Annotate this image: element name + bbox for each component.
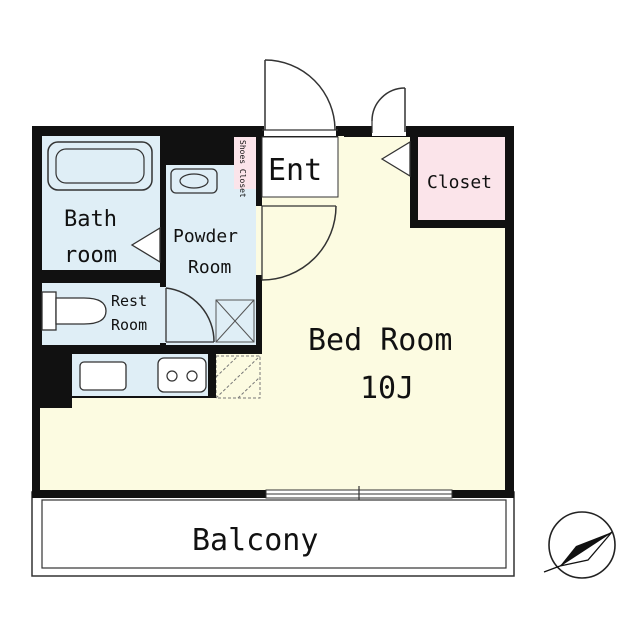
bedroom-label: Bed Room bbox=[308, 323, 453, 358]
balcony-window bbox=[265, 486, 453, 500]
balcony-label: Balcony bbox=[192, 523, 318, 558]
bath-label-line2: room bbox=[64, 243, 117, 268]
bath-label-line1: Bath bbox=[64, 207, 117, 232]
entrance-door bbox=[261, 59, 339, 198]
shoes-closet-floor bbox=[234, 137, 256, 189]
powder-label-line1: Powder bbox=[173, 226, 238, 247]
entrance-label: Ent bbox=[268, 153, 322, 188]
powder-room-door bbox=[256, 205, 337, 281]
kitchen-sink bbox=[79, 361, 127, 391]
stove bbox=[157, 357, 207, 393]
toilet bbox=[41, 291, 107, 331]
interior-walls bbox=[40, 136, 514, 408]
washbasin-alcove bbox=[166, 165, 222, 195]
bathtub bbox=[47, 141, 153, 191]
closet-door-arrow bbox=[380, 140, 411, 178]
closet-door bbox=[371, 87, 406, 136]
laundry-pan bbox=[215, 299, 255, 343]
compass-icon bbox=[543, 511, 616, 579]
rest-room-door bbox=[160, 287, 215, 343]
balcony bbox=[31, 491, 515, 577]
rest-label-line2: Room bbox=[111, 316, 147, 334]
powder-label-line2: Room bbox=[188, 257, 231, 278]
bedroom-floor bbox=[40, 137, 505, 490]
closet-floor bbox=[418, 137, 505, 220]
closet-label: Closet bbox=[427, 172, 492, 193]
bedroom-size-label: 10J bbox=[360, 371, 414, 406]
shoes-closet-label: Shoes Closet bbox=[238, 140, 247, 198]
washbasin bbox=[170, 168, 218, 194]
rest-label-line1: Rest bbox=[111, 292, 147, 310]
storage-box bbox=[215, 355, 261, 399]
entrance-floor bbox=[262, 137, 338, 197]
bath-door-arrow bbox=[130, 226, 161, 264]
